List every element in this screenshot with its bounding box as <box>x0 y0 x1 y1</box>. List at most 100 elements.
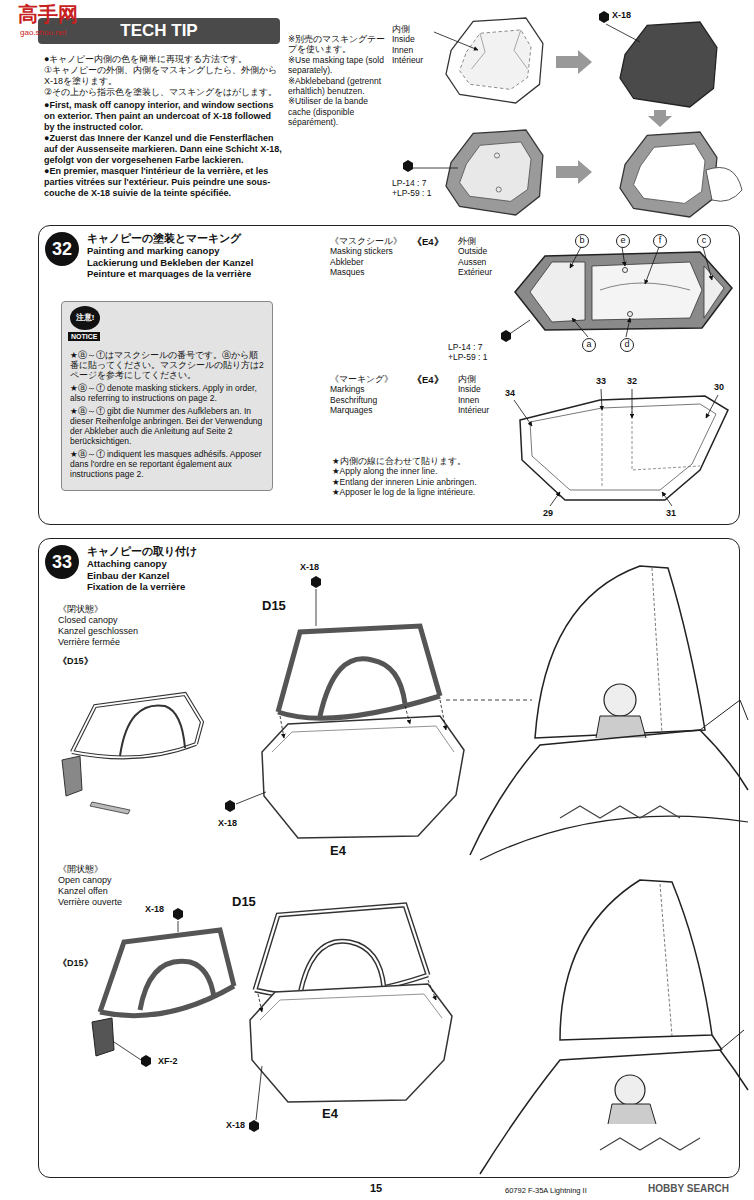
part-label: X-18 <box>218 818 237 829</box>
note-text: ★Entlang der inneren Linie anbringen. <box>332 477 477 487</box>
step-title: キャノピーの塗装とマーキングPainting and marking canop… <box>87 232 253 280</box>
part-label: E4 <box>322 1106 338 1122</box>
part-label: D15 <box>262 598 286 614</box>
label-group: 《マーキング》MarkingsBeschriftungMarquages <box>330 374 393 416</box>
note-text: LP-14 : 7 <box>448 342 487 352</box>
note-text: Kanzel offen <box>58 886 122 897</box>
label-group: HOBBY SEARCH <box>648 1183 729 1195</box>
illustration-part <box>405 706 410 724</box>
note-text: ●First, mask off canopy interior, and wi… <box>44 100 284 133</box>
illustration-part <box>700 700 748 730</box>
note-text: Beschriftung <box>330 395 393 405</box>
part-label: 29 <box>543 508 553 519</box>
step-title-line: Lackierung und Bekleben der Kanzel <box>87 257 253 269</box>
illustration-part <box>173 908 183 920</box>
part-label: XF-2 <box>158 1056 178 1067</box>
label-group: D15 <box>262 598 286 614</box>
illustration-part <box>648 110 672 127</box>
illustration-part <box>645 247 659 284</box>
label-group: 29 <box>543 508 553 519</box>
note-text: ★Apply along the inner line. <box>332 466 477 476</box>
illustration-part <box>460 142 531 202</box>
note-text: Markings <box>330 384 393 394</box>
illustration-part <box>272 726 454 752</box>
illustration-part <box>480 1050 748 1174</box>
note-text: Abkleber <box>330 257 402 267</box>
callout-letter: c <box>697 234 711 248</box>
note-text: ●キャノピー内側の色を簡単に再現する方法です。 <box>44 54 284 65</box>
illustration-part <box>178 921 179 932</box>
illustration-part <box>258 994 262 1012</box>
illustration-part <box>530 404 716 490</box>
part-label: 60792 F-35A Lightning II <box>505 1186 587 1195</box>
note-text: 内側 <box>458 374 489 384</box>
note-text: 内側 <box>392 24 423 34</box>
illustration-part <box>530 262 585 322</box>
illustration-part <box>446 130 543 215</box>
illustration-part <box>260 994 442 1020</box>
label-group: X-18 <box>300 562 319 573</box>
label-group: X-18 <box>226 1120 245 1131</box>
aircraft-open <box>480 880 748 1174</box>
note-text: 《閉状態》 <box>58 604 138 615</box>
step-title: キャノピーの取り付けAttaching canopyEinbau der Kan… <box>87 545 197 593</box>
label-group: 31 <box>666 508 676 519</box>
illustration-part <box>620 132 717 217</box>
illustration-part <box>712 1035 722 1050</box>
label-group: X-18 <box>612 10 631 21</box>
step-title-line: Einbau der Kanzel <box>87 570 197 582</box>
illustration-part <box>434 32 478 50</box>
note-text: Masques <box>330 267 402 277</box>
notice-box: 注意!NOTICE★ⓐ～ⓕはマスクシールの番号です。ⓐから順番に貼ってください。… <box>61 301 273 491</box>
illustration-part <box>620 22 717 107</box>
label-group: X-18 <box>145 904 164 915</box>
label-group: 《E4》 <box>412 236 444 248</box>
label-group: b <box>575 234 589 248</box>
illustration-part <box>600 283 690 290</box>
illustration-part <box>556 50 592 74</box>
section-heading: TECH TIP <box>120 21 197 41</box>
note-text: +LP-59 : 1 <box>448 352 487 362</box>
illustration-part <box>660 884 672 1036</box>
open-canopy-parts <box>92 905 452 1132</box>
illustration-part <box>720 1030 744 1050</box>
label-group: 34 <box>505 388 515 399</box>
label-group: X-18 <box>218 818 237 829</box>
illustration-part <box>480 816 748 860</box>
label-group: f <box>653 234 667 248</box>
illustration-part <box>278 626 440 718</box>
note-text: Extérieur <box>458 267 492 277</box>
note-text: Inside <box>458 384 489 394</box>
note-text: Inside <box>392 34 423 44</box>
illustration-part <box>604 684 636 716</box>
notice-badge: 注意! <box>70 306 100 330</box>
step-title-line: Peinture et marquages de la verrière <box>87 268 253 280</box>
note-text: 《マーキング》 <box>330 374 393 384</box>
note-text: Innen <box>458 395 489 405</box>
illustration-part <box>255 905 428 996</box>
illustration-part <box>560 880 712 1040</box>
callout-letter: f <box>653 234 667 248</box>
notice-text: ★ⓐ～ⓕ indiquent les masques adhésifs. App… <box>70 449 264 479</box>
label-group: ●キャノピー内側の色を簡単に再現する方法です。①キャノピーの外側、内側をマスキン… <box>44 54 284 98</box>
part-label: gao.shou.net <box>20 28 66 38</box>
illustration-part <box>249 1120 259 1132</box>
illustration-part <box>250 984 452 1102</box>
label-group: a <box>582 338 596 352</box>
note-text: ※Utiliser de la bande cache (disponible … <box>288 96 388 127</box>
step-title-line: Painting and marking canopy <box>87 245 253 257</box>
closed-canopy-parts <box>62 576 532 838</box>
step-number-text: 33 <box>52 552 72 573</box>
illustration-part <box>601 389 602 410</box>
illustration-part <box>470 730 748 855</box>
illustration-part <box>550 492 560 506</box>
note-text: +LP-59 : 1 <box>392 188 431 198</box>
note-text: Kanzel geschlossen <box>58 626 138 637</box>
note-text: ★内側の線に合わせて貼ります。 <box>332 456 477 466</box>
label-group: 32 <box>627 376 637 387</box>
illustration-part <box>262 716 464 838</box>
label-group: 15 <box>370 1182 382 1195</box>
illustration-part <box>446 130 543 215</box>
illustration-part <box>446 18 543 103</box>
